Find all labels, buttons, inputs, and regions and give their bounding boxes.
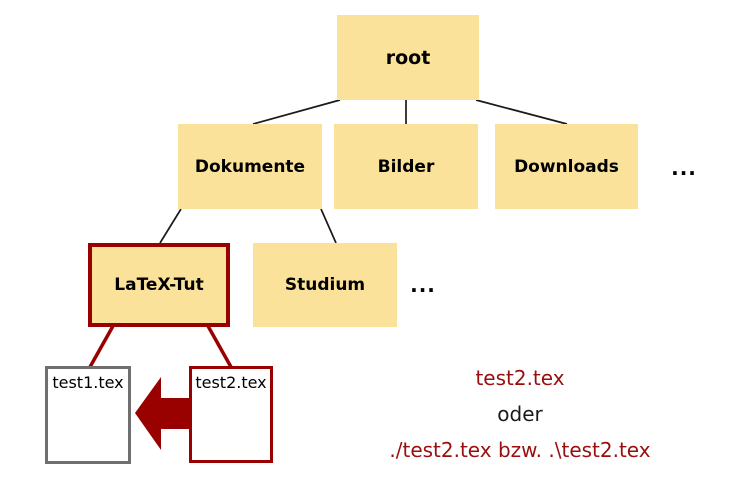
caption-line-relative-paths: ./test2.tex bzw. .\test2.tex bbox=[389, 438, 651, 462]
caption-line-filename: test2.tex bbox=[475, 366, 565, 390]
connector-root-dokumente bbox=[252, 99, 341, 125]
caption-block: test2.tex oder ./test2.tex bzw. .\test2.… bbox=[360, 360, 680, 468]
tree-node-downloads: Downloads bbox=[495, 124, 638, 209]
tree-node-studium: Studium bbox=[253, 243, 397, 327]
connector-latextut-test2 bbox=[206, 325, 233, 368]
tree-node-dokumente: Dokumente bbox=[178, 124, 322, 209]
tree-node-latex-tut: LaTeX-Tut bbox=[88, 243, 230, 327]
connector-dokumente-latextut bbox=[159, 208, 182, 244]
connector-latextut-test1 bbox=[88, 325, 115, 368]
file-node-test1: test1.tex bbox=[45, 366, 131, 464]
ellipsis-level3: ... bbox=[410, 273, 436, 297]
tree-node-root: root bbox=[337, 15, 479, 100]
connector-root-downloads bbox=[475, 99, 568, 125]
tree-node-bilder: Bilder bbox=[334, 124, 478, 209]
caption-line-oder: oder bbox=[497, 402, 543, 426]
ellipsis-level2: ... bbox=[671, 156, 697, 180]
file-node-test2: test2.tex bbox=[189, 366, 273, 463]
left-block-arrow-icon bbox=[135, 377, 189, 450]
connector-dokumente-studium bbox=[320, 208, 337, 244]
